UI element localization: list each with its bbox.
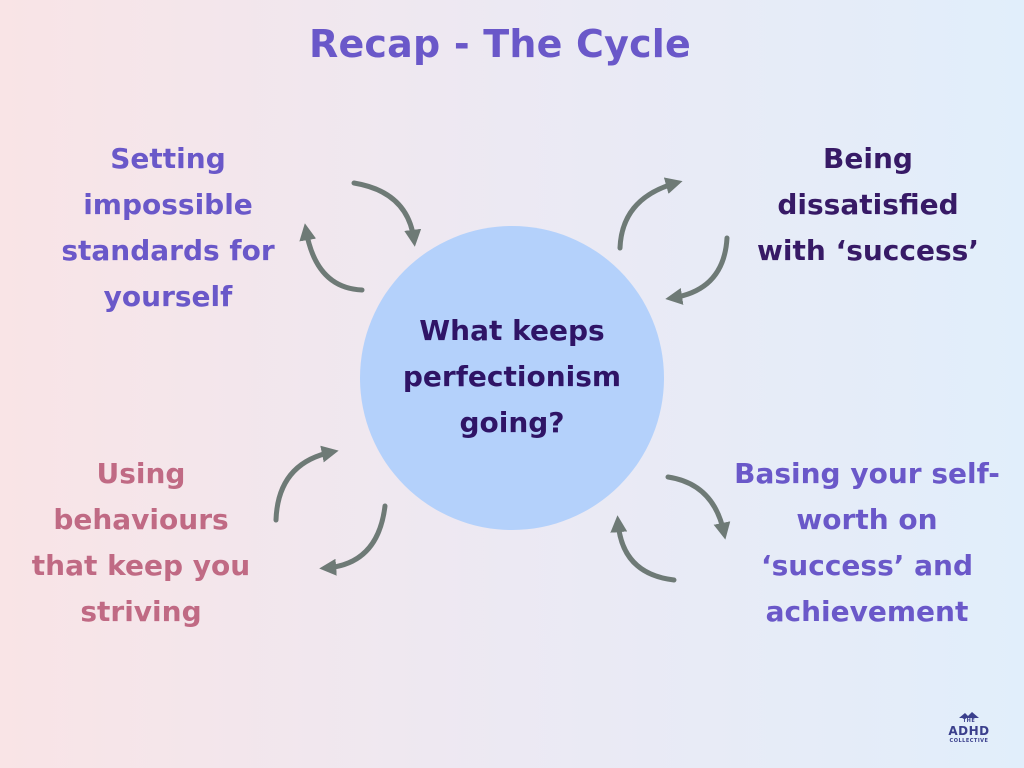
center-line-2: perfectionism — [402, 360, 622, 393]
step-dissatisfied: Being dissatisfied with ‘success’ — [757, 142, 979, 267]
center-circle — [360, 226, 664, 530]
page-title: Recap - The Cycle — [309, 22, 691, 66]
adhd-collective-logo: THE ADHD COLLECTIVE — [946, 712, 992, 744]
arrow-bottom-right-2 — [610, 515, 677, 583]
step-setting-standards: Setting impossible standards for yoursel… — [61, 142, 275, 313]
arrow-bottom-left-2 — [319, 503, 388, 576]
logo-main-text: ADHD — [948, 724, 990, 738]
center-question: What keeps perfectionism going? — [360, 308, 664, 446]
logo-bottom-text: COLLECTIVE — [949, 738, 989, 744]
center-line-3: going? — [459, 406, 565, 439]
arrow-bottom-right-1 — [665, 474, 731, 540]
arrow-top-left-2 — [299, 223, 365, 293]
step-self-worth: Basing your self-worth on ‘success’ and … — [734, 457, 1000, 628]
arrow-top-left-1 — [351, 180, 422, 247]
arrow-bottom-left-1 — [273, 445, 339, 523]
step-behaviours: Using behaviours that keep you striving — [31, 457, 251, 628]
arrow-top-right-1 — [617, 177, 683, 251]
center-line-1: What keeps — [419, 314, 605, 347]
arrow-top-right-2 — [665, 235, 730, 305]
mountain-icon — [959, 712, 979, 718]
logo-top-text: THE — [962, 718, 976, 724]
